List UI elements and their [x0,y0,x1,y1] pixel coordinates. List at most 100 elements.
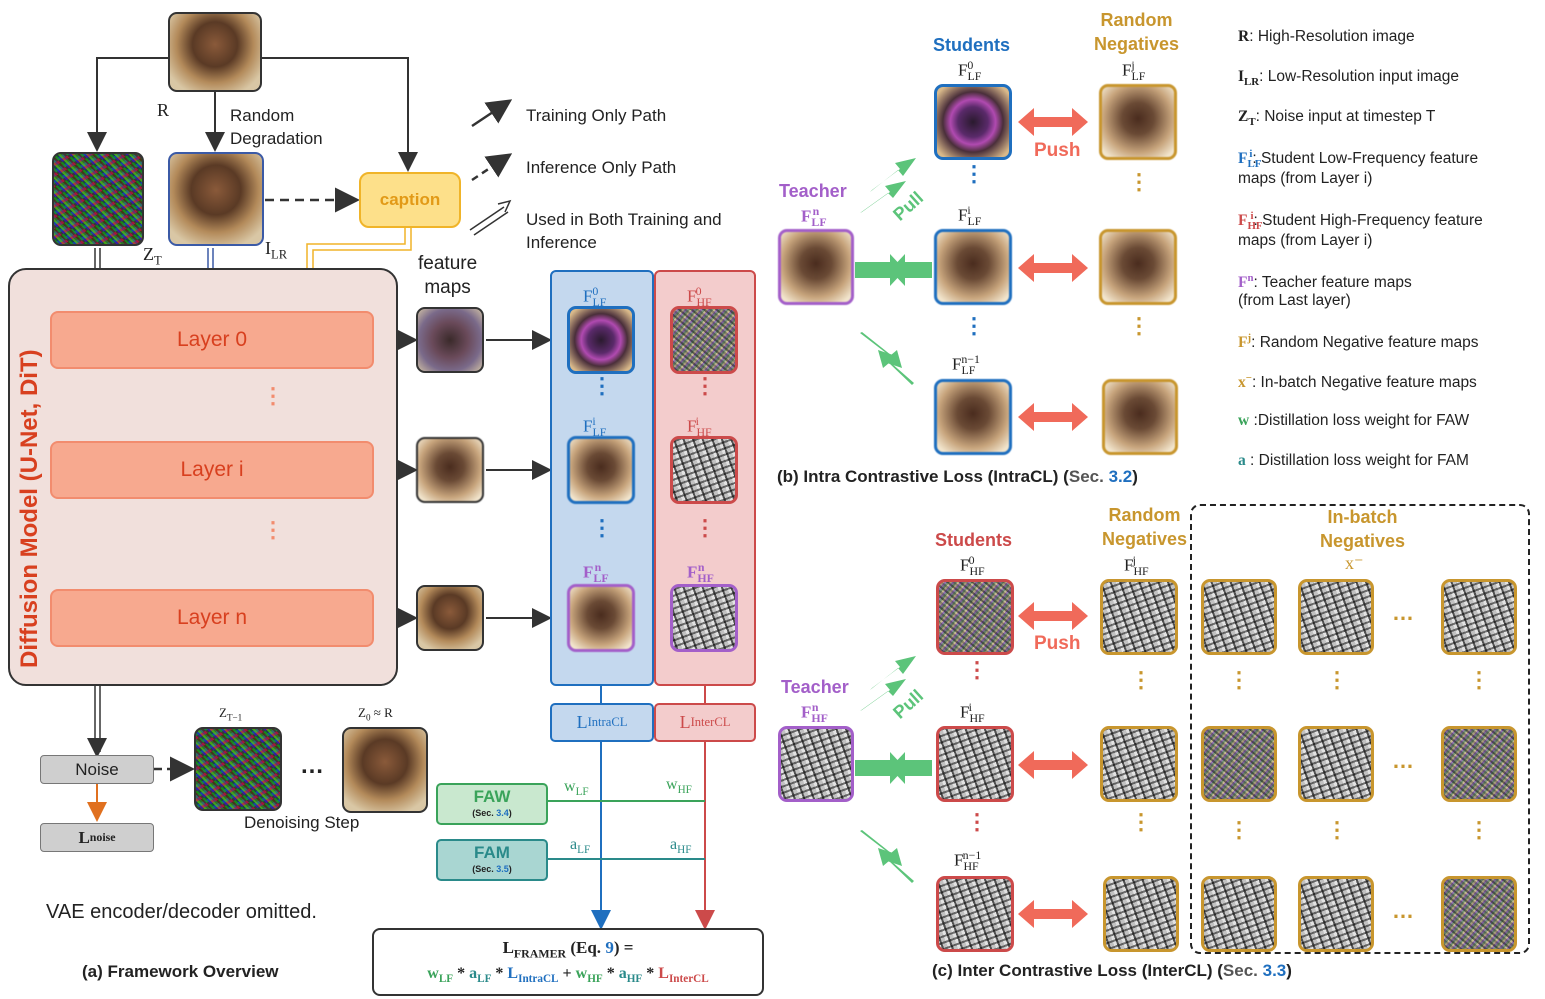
legend-text: : Low-Resolution input image [1259,68,1460,85]
inbatch-dashed-box [1190,504,1530,954]
legend-text: : High-Resolution image [1249,28,1415,45]
panel-c-student-n1 [936,876,1014,952]
zt-label: ZT [143,244,162,268]
feature-maps-label: feature maps [418,253,478,298]
legend-text: : In-batch Negative feature maps [1251,374,1477,392]
z-t-minus-1-image [194,727,282,811]
panel-c-students: Students [935,530,1013,550]
layer-i: Layer i [50,441,374,499]
inbatch-ellipsis-0: … [1392,600,1414,625]
legend-row: R: High-Resolution image [1238,28,1415,46]
ilr-label: ILR [265,238,288,262]
diffusion-model-label: Diffusion Model (U-Net, DiT) [16,349,43,668]
panel-c-negative-n1 [1103,876,1179,952]
panel-b-students: Students [933,35,1011,55]
hf-feature-n [670,584,738,652]
fam-box: FAM (Sec. 3.5) [436,839,548,881]
panel-c-neg-label: FHFj [1124,553,1149,579]
legend-symbol: ZT [1238,108,1256,129]
legend-row: Fn: Teacher feature maps(from Last layer… [1238,272,1412,310]
inbatch-1-1 [1201,726,1277,802]
panel-c-student-label-i: FHFi [960,700,985,726]
inbatch-dots-2c: ⋮ [1468,817,1490,842]
panel-b-student-label-n1: FLFn−1 [952,352,980,378]
legend-inference-only: Inference Only Path [526,158,677,177]
legend-text-line2: (from Last layer) [1238,292,1351,310]
legend-row: ZT: Noise input at timestep T [1238,108,1435,128]
legend-symbol: FHFi [1238,210,1263,233]
panel-c-neg-dots-1: ⋮ [1130,667,1152,692]
lr-input-image [168,152,264,246]
legend-symbol: w [1238,412,1250,429]
w-hf-label: wHF [666,776,692,797]
inbatch-3-1 [1441,726,1517,802]
inbatch-2-2 [1298,876,1374,952]
lf-label-n: FLFn [583,560,609,586]
hf-label-n: FHFn [687,560,714,586]
noise-input-zt [52,152,144,246]
panel-b-student-n1 [934,379,1012,455]
legend-symbol: FLFi [1238,148,1262,171]
inbatch-1-2 [1201,876,1277,952]
panel-c-negative-i [1100,726,1178,802]
denoise-ellipsis: … [300,752,324,779]
lf-feature-i [567,436,635,504]
panel-c-random-negatives: Random Negatives [1102,505,1188,549]
layer-dots-2: ⋮ [262,517,284,542]
denoising-step-label: Denoising Step [244,813,360,832]
panel-b-student-label-i: FLFi [958,203,982,229]
panel-b-teacher: Teacher [779,181,847,201]
inbatch-3-0 [1441,579,1517,655]
a-hf-label: aHF [670,836,692,857]
lf-feature-0 [567,306,635,374]
lf-label-i: FLFi [583,414,607,440]
panel-c-negative-0 [1100,579,1178,655]
noise-box: Noise [40,755,154,784]
legend-text: : Teacher feature maps [1253,274,1412,292]
legend-text: : Noise input at timestep T [1255,108,1436,125]
legend-training-only: Training Only Path [526,106,667,125]
inbatch-ellipsis-1: … [1392,748,1414,773]
caption-box: caption [359,172,461,228]
panel-c-student-dots-2: ⋮ [966,809,988,834]
legend-text: :Distillation loss weight for FAW [1249,412,1470,429]
legend-text: : Random Negative feature maps [1251,334,1479,352]
panel-c-teacher-image [778,726,854,802]
lf-dots-2: ⋮ [591,515,613,540]
legend-row: x−: In-batch Negative feature maps [1238,372,1477,392]
formula-lhs: LFRAMER (Eq. 9) = [502,938,634,961]
a-lf-label: aLF [570,836,591,857]
inbatch-2-0 [1298,579,1374,655]
inbatch-dots-1a: ⋮ [1228,667,1250,692]
panel-c-x-minus: x⁻ [1345,553,1364,573]
lf-label-0: FLF0 [583,284,607,310]
legend-symbol: x− [1238,372,1252,392]
legend-row: Fj: Random Negative feature maps [1238,332,1479,352]
r-label: R [157,100,170,120]
hf-label-0: FHF0 [687,284,712,310]
panel-b-push-label: Push [1034,140,1081,161]
fam-title: FAM [474,843,510,862]
z0-image [342,727,428,813]
panel-c-student-label-0: FHF0 [960,553,985,579]
layer-dots-1: ⋮ [262,383,284,408]
panel-b-teacher-label: FLFn [801,204,827,230]
legend-symbol: a [1238,452,1246,469]
faw-section: (Sec. 3.4) [472,808,512,818]
faw-title: FAW [473,787,511,806]
layer-n: Layer n [50,589,374,647]
w-lf-label: wLF [564,778,589,799]
hf-dots-1: ⋮ [694,373,716,398]
panel-c-neg-dots-2: ⋮ [1130,809,1152,834]
formula-rhs: wLF * aLF * LIntraCL + wHF * aHF * LInte… [427,965,709,986]
inbatch-dots-1c: ⋮ [1468,667,1490,692]
legend-symbol: ILR [1238,68,1260,89]
legend-row: ILR: Low-Resolution input image [1238,68,1459,88]
legend-text-line2: maps (from Layer i) [1238,170,1373,188]
panel-b-negative-n1 [1102,379,1178,455]
panel-b-student-0 [934,84,1012,160]
